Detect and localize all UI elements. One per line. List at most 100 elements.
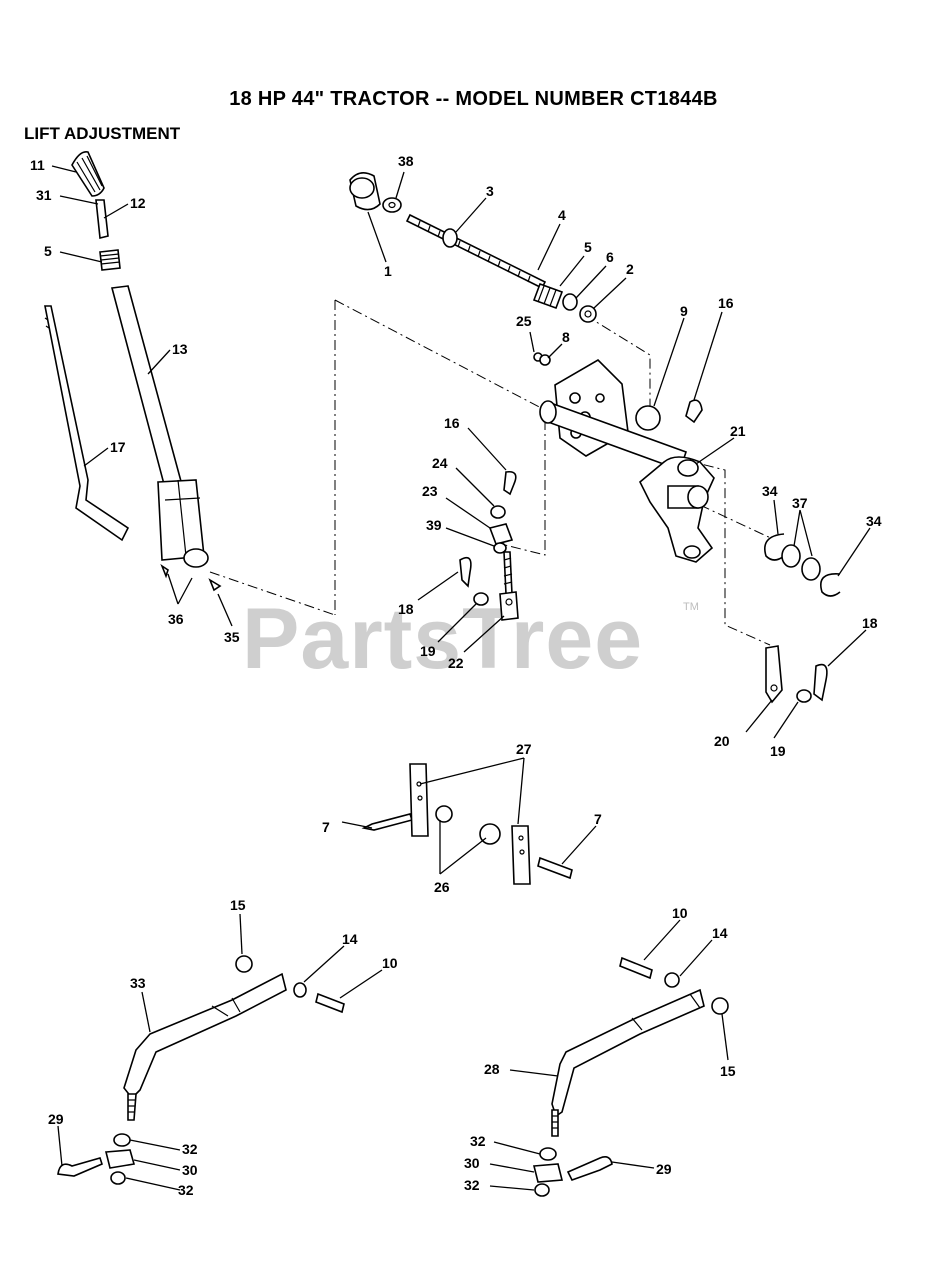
washer-38: [382, 197, 402, 213]
plate-assembly: [361, 763, 573, 885]
callout-32-lower-right: 32: [464, 1177, 480, 1193]
bolt-10-left: [315, 992, 345, 1014]
nut-2: [579, 305, 597, 323]
callout-7-right: 7: [594, 811, 602, 827]
lift-handle-13: [110, 285, 184, 489]
nut-32-lower-left: [110, 1171, 126, 1185]
callout-20: 20: [714, 733, 730, 749]
callout-32-upper-left: 32: [182, 1141, 198, 1157]
adjustment-knob-assembly: [349, 172, 597, 366]
washer-37a: [781, 544, 801, 568]
trademark-mark: TM: [683, 601, 699, 613]
callout-6: 6: [606, 249, 614, 265]
link-20: [765, 645, 783, 704]
callout-38: 38: [398, 153, 414, 169]
callout-labels: 11 31 12 5 13 17 36 35 1 38 3 4 5 6 2 25…: [30, 153, 882, 1198]
callout-18-mid: 18: [398, 601, 414, 617]
callout-27: 27: [516, 741, 532, 757]
callout-4: 4: [558, 207, 566, 223]
callout-13: 13: [172, 341, 188, 357]
plate-27-right: [511, 825, 531, 885]
washer-19-right: [796, 689, 812, 703]
nut-24: [490, 505, 506, 519]
trunnion-30-right: [532, 1163, 564, 1183]
hairpin-16-mid: [503, 470, 517, 496]
callout-39: 39: [426, 517, 442, 533]
threaded-rod: [405, 213, 547, 290]
arm-33: [123, 972, 287, 1100]
callout-11: 11: [30, 157, 45, 173]
callout-29-left: 29: [48, 1111, 64, 1127]
lift-handle-assembly: [71, 150, 222, 592]
callout-31: 31: [36, 187, 52, 203]
callout-2: 2: [626, 261, 634, 277]
hairpin-18-right: [813, 663, 828, 702]
nut-32-upper-left: [113, 1133, 131, 1147]
callout-32-lower-left: 32: [178, 1182, 194, 1198]
callout-17: 17: [110, 439, 126, 455]
callout-10-left: 10: [382, 955, 398, 971]
callout-33: 33: [130, 975, 146, 991]
callout-16-mid: 16: [444, 415, 460, 431]
center-link-assembly: [459, 470, 519, 621]
callout-36: 36: [168, 611, 184, 627]
lift-rod-17: [44, 305, 130, 542]
button-12: [95, 199, 109, 239]
callout-10-right: 10: [672, 905, 688, 921]
handle-grip-11: [71, 150, 105, 197]
nut-39: [493, 542, 507, 554]
trunnion-23: [488, 523, 514, 545]
callout-18-right: 18: [862, 615, 878, 631]
callout-34-left: 34: [762, 483, 778, 499]
callout-24: 24: [432, 455, 448, 471]
callout-23: 23: [422, 483, 438, 499]
callout-22: 22: [448, 655, 464, 671]
right-lower-arm-assembly: [532, 956, 729, 1197]
collar-3: [442, 228, 458, 248]
left-lower-arm-assembly: [57, 955, 345, 1185]
spring-5-right: [532, 282, 564, 310]
callout-9: 9: [680, 303, 688, 319]
pin-35: [208, 578, 222, 592]
nut-32-lower-right: [534, 1183, 550, 1197]
retaining-ring-34-right: [820, 573, 841, 597]
right-link-assembly: [765, 645, 828, 704]
diagram-title: 18 HP 44" TRACTOR -- MODEL NUMBER CT1844…: [229, 88, 718, 110]
callout-21: 21: [730, 423, 746, 439]
callout-29-right: 29: [656, 1161, 672, 1177]
handle-bracket: [157, 479, 205, 561]
watermark-logo: PartsTree: [242, 591, 644, 687]
callout-15-right: 15: [720, 1063, 736, 1079]
callout-35: 35: [224, 629, 240, 645]
callout-12: 12: [130, 195, 146, 211]
alignment-lines: [209, 299, 776, 646]
bolt-7-right: [537, 856, 573, 880]
callout-37: 37: [792, 495, 808, 511]
callout-30-left: 30: [182, 1162, 198, 1178]
nut-32-upper-right: [539, 1147, 557, 1161]
callout-7-left: 7: [322, 819, 330, 835]
nut-26a: [435, 805, 453, 823]
callout-26: 26: [434, 879, 450, 895]
pin-29-left: [57, 1157, 103, 1177]
leader-lines: [51, 165, 871, 1191]
pivot-9: [635, 405, 661, 431]
callout-14-left: 14: [342, 931, 358, 947]
callout-3: 3: [486, 183, 494, 199]
washer-8: [539, 354, 551, 366]
lift-shaft-assembly: [539, 358, 841, 597]
callout-1: 1: [384, 263, 392, 279]
section-title: LIFT ADJUSTMENT: [24, 124, 181, 143]
callout-30-right: 30: [464, 1155, 480, 1171]
lift-arm-21: [639, 456, 715, 563]
callout-32-upper-right: 32: [470, 1133, 486, 1149]
washer-37b: [801, 557, 821, 581]
callout-34-right: 34: [866, 513, 882, 529]
washer-14-left: [293, 982, 307, 998]
callout-14-right: 14: [712, 925, 728, 941]
callout-19-mid: 19: [420, 643, 436, 659]
arm-28: [551, 988, 705, 1118]
callout-8: 8: [562, 329, 570, 345]
